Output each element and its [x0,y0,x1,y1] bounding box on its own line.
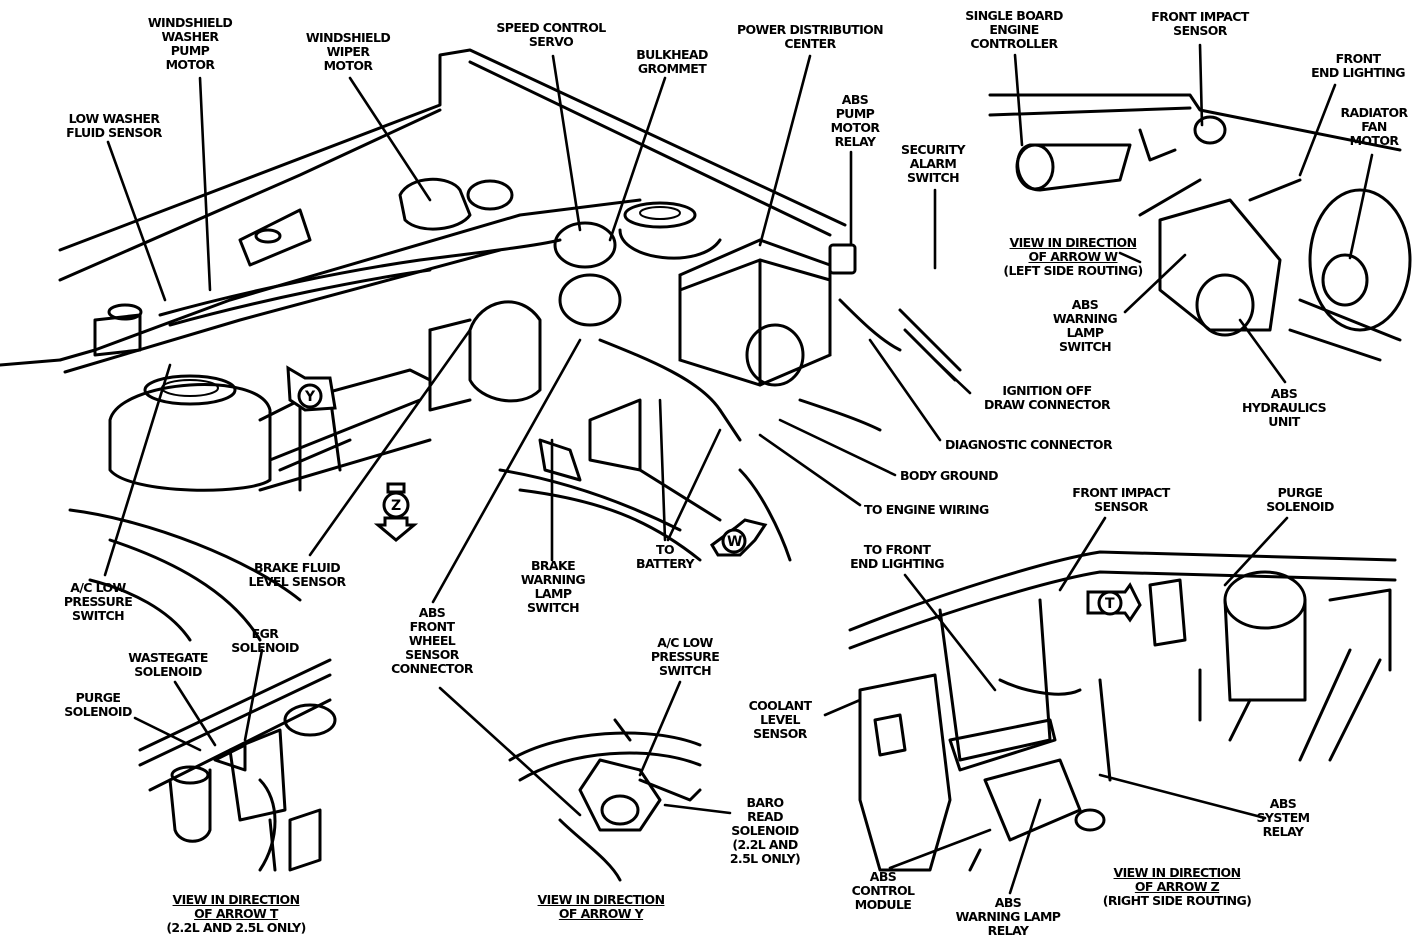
leader-to-front-end-lighting [903,573,997,692]
caption-view-t-title: VIEW IN DIRECTION OF ARROW T [172,892,301,921]
label-windshield-wiper-motor: WINDSHIELD WIPER MOTOR [305,30,391,73]
label-low-washer-fluid-sensor: LOW WASHER FLUID SENSOR [66,111,162,140]
leader-abs-system-relay [1098,773,1267,820]
leader-view-w-caption [1118,251,1142,264]
leader-abs-hydraulics-unit [1238,318,1287,384]
label-egr-solenoid: EGR SOLENOID [231,626,299,655]
leader-ac-low-pressure-main [103,363,172,577]
label-purge-solenoid-t: PURGE SOLENOID [64,690,132,719]
label-to-front-end-lighting: TO FRONT END LIGHTING [850,542,944,571]
label-single-board-engine-controller: SINGLE BOARD ENGINE CONTROLLER [965,8,1063,51]
leader-wastegate-solenoid [173,680,217,747]
label-to-engine-wiring: TO ENGINE WIRING [864,502,989,517]
leader-purge-solenoid-t [133,716,202,752]
view-y-art [508,718,702,882]
label-coolant-level-sensor: COOLANT LEVEL SENSOR [748,698,812,741]
label-abs-control-module: ABS CONTROL MODULE [851,869,915,912]
leader-brake-fluid-level [308,328,472,557]
leader-abs-warning-lamp-relay [1008,798,1042,895]
caption-view-y: VIEW IN DIRECTION OF ARROW Y [537,892,666,921]
label-wastegate-solenoid: WASTEGATE SOLENOID [128,650,208,679]
label-power-distribution-center: POWER DISTRIBUTION CENTER [736,22,884,51]
caption-view-t-sub: (2.2L AND 2.5L ONLY) [166,920,306,935]
label-ignition-off-draw-connector: IGNITION OFF DRAW CONNECTOR [983,383,1111,412]
caption-view-y-title: VIEW IN DIRECTION OF ARROW Y [537,892,666,921]
leader-wiper-motor [348,76,432,202]
label-abs-hydraulics-unit: ABS HYDRAULICS UNIT [1242,386,1327,429]
caption-view-z: VIEW IN DIRECTION OF ARROW Z (RIGHT SIDE… [1103,866,1252,908]
leader-body-ground [778,418,897,477]
leader-front-impact-sensor-w [1198,43,1204,127]
label-abs-front-wheel-sensor-connector: ABS FRONT WHEEL SENSOR CONNECTOR [391,605,473,676]
leader-egr-solenoid [243,648,264,742]
caption-view-t: VIEW IN DIRECTION OF ARROW T (2.2L AND 2… [166,892,306,935]
label-front-end-lighting: FRONT END LIGHTING [1311,51,1405,80]
arrow-w-letter: W [727,534,742,550]
caption-view-w: VIEW IN DIRECTION OF ARROW W (LEFT SIDE … [1003,235,1143,278]
view-z-art [848,550,1397,872]
view-t-art [138,658,337,872]
leader-abs-front-wheel-sensor-y [438,686,582,817]
leader-to-engine-wiring [758,433,862,507]
leader-front-impact-sensor-z [1058,516,1107,592]
leader-power-distribution-center [758,54,812,247]
leader-purge-solenoid-z [1223,516,1289,587]
leader-washer-pump-motor [198,76,212,292]
view-w-art [988,93,1412,362]
label-front-impact-sensor-z: FRONT IMPACT SENSOR [1072,485,1170,514]
leader-low-washer-fluid-sensor [106,140,167,302]
leader-front-end-lighting [1298,83,1337,177]
label-front-impact-sensor-w: FRONT IMPACT SENSOR [1151,9,1249,38]
leader-abs-warning-lamp-switch [1123,253,1187,314]
leader-sbec [1013,53,1024,147]
leader-bulkhead-grommet [608,76,667,242]
label-ac-low-pressure-switch-y: A/C LOW PRESSURE SWITCH [650,635,720,678]
caption-view-w-sub: (LEFT SIDE ROUTING) [1003,263,1143,278]
label-speed-control-servo: SPEED CONTROL SERVO [496,20,606,49]
leader-speed-control-servo [551,54,582,232]
label-windshield-washer-pump-motor: WINDSHIELD WASHER PUMP MOTOR [147,15,233,72]
label-security-alarm-switch: SECURITY ALARM SWITCH [901,142,966,185]
leader-diagnostic-connector [868,338,942,442]
label-ac-low-pressure-switch-main: A/C LOW PRESSURE SWITCH [63,580,133,623]
arrow-w-marker: W [710,518,768,557]
arrow-z-marker: Z [373,482,419,542]
label-brake-warning-lamp-switch: BRAKE WARNING LAMP SWITCH [520,558,586,615]
caption-view-z-sub: (RIGHT SIDE ROUTING) [1102,893,1252,908]
label-brake-fluid-level-sensor: BRAKE FLUID LEVEL SENSOR [248,560,346,589]
arrow-t-marker: T [1086,582,1142,623]
leader-abs-front-wheel-sensor [431,338,582,604]
leader-lines [103,43,1374,895]
label-to-battery: TO BATTERY [636,542,695,571]
label-purge-solenoid-z: PURGE SOLENOID [1266,485,1334,514]
main-engine-bay-art [0,48,962,642]
label-abs-system-relay: ABS SYSTEM RELAY [1256,796,1311,839]
arrow-y-marker: Y [286,365,337,412]
leader-to-battery-a [658,398,667,542]
leader-ac-low-pressure-y [638,680,682,777]
arrow-t-letter: T [1105,596,1115,612]
leader-abs-control-module [888,828,992,870]
leader-ignition-off-draw [933,358,972,395]
arrow-y-letter: Y [304,389,316,405]
label-abs-warning-lamp-relay: ABS WARNING LAMP RELAY [955,895,1061,938]
caption-view-z-title: VIEW IN DIRECTION OF ARROW Z [1113,865,1242,894]
leader-to-battery-b [666,428,722,542]
leader-baro-read-solenoid [663,803,732,815]
label-baro-read-solenoid: BARO READ SOLENOID (2.2L AND 2.5L ONLY) [729,795,801,866]
label-bulkhead-grommet: BULKHEAD GROMMET [636,47,708,76]
label-abs-pump-motor-relay: ABS PUMP MOTOR RELAY [830,92,880,149]
label-radiator-fan-motor: RADIATOR FAN MOTOR [1340,105,1408,148]
leader-coolant-level-sensor [823,698,862,717]
label-diagnostic-connector: DIAGNOSTIC CONNECTOR [945,437,1113,452]
arrow-z-letter: Z [391,498,401,514]
label-abs-warning-lamp-switch: ABS WARNING LAMP SWITCH [1052,297,1118,354]
caption-view-w-title: VIEW IN DIRECTION OF ARROW W [1009,235,1138,264]
leader-radiator-fan-motor [1348,153,1374,260]
label-body-ground: BODY GROUND [900,468,999,483]
